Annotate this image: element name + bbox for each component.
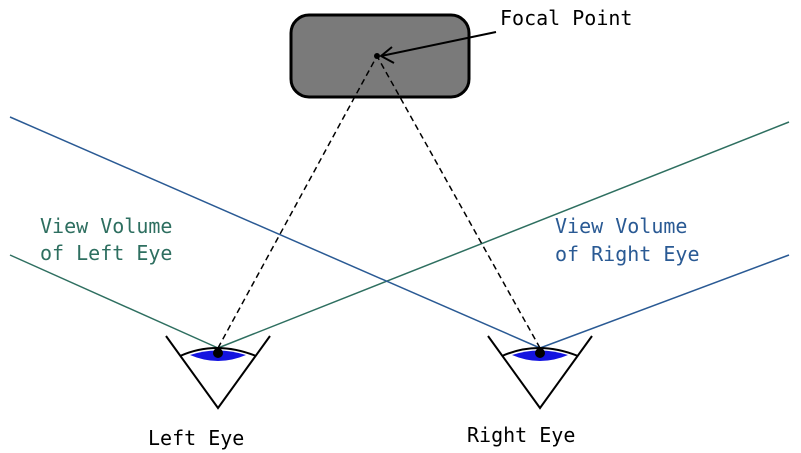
focal-point-arrow — [379, 31, 497, 64]
left-view-volume-label-line1: View Volume — [40, 214, 172, 238]
left-eye-icon — [165, 335, 271, 410]
right-view-volume-label-line1: View Volume — [555, 214, 687, 238]
left-eye-label: Left Eye — [148, 426, 244, 450]
left-eye-view-boundary-upper — [217, 121, 790, 349]
right-view-volume-label-line2: of Right Eye — [555, 242, 700, 266]
right-eye-icon — [487, 335, 593, 410]
left-eye-view-boundary-lower — [9, 254, 219, 349]
focal-point-marker — [374, 53, 380, 59]
right-eye-view-boundary-upper — [9, 116, 541, 349]
left-view-volume-label-line2: of Left Eye — [40, 241, 172, 265]
left-eye-sight-line — [217, 55, 378, 349]
right-eye-sight-line — [376, 55, 541, 349]
focal-point-label: Focal Point — [500, 6, 632, 30]
right-eye-label: Right Eye — [467, 423, 575, 447]
right-eye-view-boundary-lower — [539, 254, 790, 349]
